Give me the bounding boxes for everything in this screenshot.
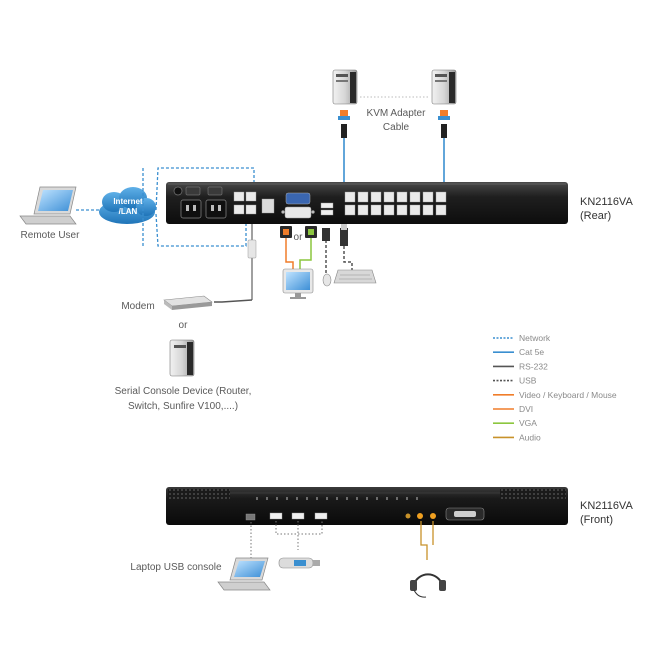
console-cables — [285, 236, 353, 274]
legend-label: Video / Keyboard / Mouse — [519, 390, 617, 400]
kvm-port — [422, 204, 434, 216]
legend-label: Cat 5e — [519, 347, 544, 357]
rear-model-label: KN2116VA — [580, 196, 633, 208]
laptop-usb-label: Laptop USB console — [130, 562, 222, 573]
kvm-cable-label-2: Cable — [383, 122, 410, 133]
cloud-label-1: Internet — [113, 197, 143, 206]
modem-label: Modem — [121, 301, 154, 312]
rear-side-label: (Rear) — [580, 210, 611, 222]
remote-user-laptop — [19, 186, 77, 225]
computer-left — [332, 69, 358, 105]
lan-ports — [233, 191, 275, 215]
port-led — [306, 497, 308, 500]
port-led — [366, 497, 368, 500]
remote-user-label: Remote User — [21, 230, 81, 241]
kvm-port — [409, 204, 421, 216]
console-usb-ports — [320, 202, 334, 216]
port-led — [326, 497, 328, 500]
front-side-label: (Front) — [580, 514, 613, 526]
port-led — [356, 497, 358, 500]
port-led — [296, 497, 298, 500]
kvm-ports — [344, 191, 447, 216]
internet-cloud — [99, 187, 156, 224]
kvm-port — [409, 191, 421, 203]
kvm-port — [344, 191, 356, 203]
mouse-icon — [322, 273, 332, 287]
modem-device — [163, 295, 213, 310]
kvm-port — [370, 191, 382, 203]
port-led — [266, 497, 268, 500]
kvm-port — [383, 204, 395, 216]
cloud-label-2: /LAN — [119, 207, 138, 216]
kvm-port — [357, 191, 369, 203]
kvm-cable-label-1: KVM Adapter — [367, 108, 427, 119]
kvm-port — [357, 204, 369, 216]
kvm-port — [383, 191, 395, 203]
kvm-port — [422, 191, 434, 203]
computer-right — [431, 69, 457, 105]
kvm-port — [344, 204, 356, 216]
console-monitor — [282, 268, 314, 299]
front-usb-lines — [250, 521, 323, 561]
port-led — [276, 497, 278, 500]
rs232-cable — [214, 224, 257, 303]
or-label: or — [179, 320, 189, 331]
legend-label: RS-232 — [519, 361, 548, 371]
keyboard-icon — [333, 269, 377, 284]
kvm-adapter-right — [438, 110, 450, 190]
legend-label: USB — [519, 376, 537, 386]
network-lines — [76, 167, 255, 247]
legend-label: Network — [519, 333, 551, 343]
port-led — [316, 497, 318, 500]
kvm-port — [396, 191, 408, 203]
power-inputs — [173, 186, 227, 219]
port-led — [346, 497, 348, 500]
kvm-adapter-left — [338, 110, 350, 190]
usb-flash-drive — [278, 557, 320, 569]
serial-label-1: Serial Console Device (Router, — [115, 386, 252, 397]
kvm-port — [435, 204, 447, 216]
front-usb-ports — [245, 512, 328, 521]
serial-label-2: Switch, Sunfire V100,....) — [128, 401, 238, 412]
or-small-label: or — [294, 232, 304, 243]
kvm-port — [370, 204, 382, 216]
console-video-ports — [281, 192, 315, 219]
port-led — [336, 497, 338, 500]
kn2116va-rear-unit — [166, 182, 568, 224]
audio-lines — [420, 521, 434, 560]
kvm-port — [396, 204, 408, 216]
serial-console-device — [169, 339, 195, 377]
audio-jacks — [405, 513, 436, 519]
legend-label: Audio — [519, 432, 541, 442]
kn2116va-front-unit — [166, 487, 568, 525]
port-led — [386, 497, 388, 500]
port-leds — [256, 497, 418, 500]
legend-label: DVI — [519, 404, 533, 414]
legend-label: VGA — [519, 418, 537, 428]
console-connectors — [280, 224, 348, 246]
laptop-usb-console — [217, 557, 271, 591]
headset-icon — [410, 573, 446, 598]
port-led — [416, 497, 418, 500]
front-model-label: KN2116VA — [580, 500, 633, 512]
kvm-port — [435, 191, 447, 203]
port-led — [286, 497, 288, 500]
port-led — [396, 497, 398, 500]
port-led — [376, 497, 378, 500]
port-led — [406, 497, 408, 500]
port-led — [256, 497, 258, 500]
